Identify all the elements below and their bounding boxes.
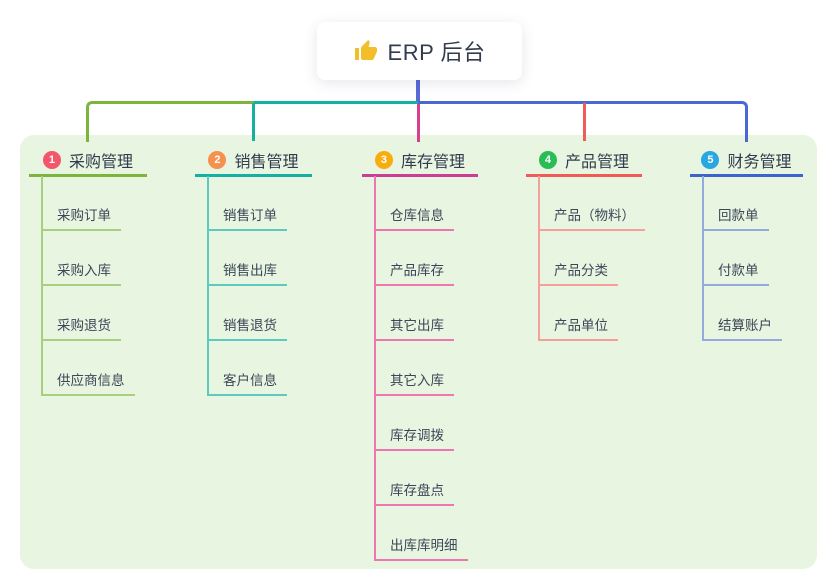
- branch-children: 回款单 付款单 结算账户: [702, 176, 782, 341]
- branch-index-badge: 2: [208, 150, 227, 169]
- branch-children-connector: [702, 176, 704, 341]
- child-label: 回款单: [718, 208, 759, 223]
- trunk-mid-connector: [254, 101, 418, 104]
- branch-node-1[interactable]: 1 采购管理: [29, 145, 147, 177]
- child-node[interactable]: 供应商信息: [41, 341, 135, 396]
- child-node[interactable]: 产品库存: [374, 231, 454, 286]
- child-node[interactable]: 产品（物料）: [538, 176, 645, 231]
- branch-node-2[interactable]: 2 销售管理: [195, 145, 312, 177]
- child-label: 产品库存: [390, 263, 444, 278]
- child-node[interactable]: 产品分类: [538, 231, 618, 286]
- branch-children: 采购订单 采购入库 采购退货 供应商信息: [41, 176, 135, 396]
- child-label: 采购退货: [57, 318, 111, 333]
- child-node[interactable]: 出库库明细: [374, 506, 468, 561]
- branch4-drop-connector: [583, 103, 586, 141]
- branch-node-4[interactable]: 4 产品管理: [526, 145, 642, 177]
- branch-children: 产品（物料） 产品分类 产品单位: [538, 176, 645, 341]
- branch-index-badge: 5: [701, 150, 720, 169]
- child-node[interactable]: 库存调拨: [374, 396, 454, 451]
- child-node[interactable]: 采购订单: [41, 176, 121, 231]
- branch-children: 销售订单 销售出库 销售退货 客户信息: [207, 176, 287, 396]
- branch2-drop-connector: [252, 103, 255, 141]
- branch-node-5[interactable]: 5 财务管理: [690, 145, 803, 177]
- child-label: 产品分类: [554, 263, 608, 278]
- trunk-left-connector: [86, 101, 254, 142]
- branch-children-connector: [538, 176, 540, 341]
- branch3-drop-connector: [417, 104, 420, 142]
- branch-label: 库存管理: [400, 153, 465, 171]
- child-node[interactable]: 销售订单: [207, 176, 287, 231]
- branch-index-badge: 1: [42, 150, 61, 169]
- child-node[interactable]: 库存盘点: [374, 451, 454, 506]
- branch-label: 采购管理: [68, 153, 133, 171]
- child-node[interactable]: 回款单: [702, 176, 769, 231]
- child-label: 产品单位: [554, 318, 608, 333]
- child-label: 客户信息: [223, 373, 277, 388]
- child-node[interactable]: 结算账户: [702, 286, 782, 341]
- branch-children-connector: [207, 176, 209, 396]
- child-node[interactable]: 客户信息: [207, 341, 287, 396]
- child-label: 库存盘点: [390, 483, 444, 498]
- trunk-right-connector: [418, 101, 748, 142]
- child-node[interactable]: 产品单位: [538, 286, 618, 341]
- child-node[interactable]: 采购退货: [41, 286, 121, 341]
- branch-label: 财务管理: [727, 153, 792, 171]
- child-label: 采购订单: [57, 208, 111, 223]
- branch-children: 仓库信息 产品库存 其它出库 其它入库 库存调拨 库存盘点 出库库明细: [374, 176, 468, 561]
- branches-panel: [20, 135, 817, 569]
- child-node[interactable]: 销售出库: [207, 231, 287, 286]
- child-node[interactable]: 其它入库: [374, 341, 454, 396]
- child-label: 出库库明细: [390, 538, 458, 553]
- child-label: 产品（物料）: [554, 208, 635, 223]
- child-label: 供应商信息: [57, 373, 125, 388]
- child-label: 库存调拨: [390, 428, 444, 443]
- child-label: 销售订单: [223, 208, 277, 223]
- branch-children-connector: [374, 176, 376, 561]
- child-label: 仓库信息: [390, 208, 444, 223]
- root-stem-connector: [416, 80, 420, 102]
- child-node[interactable]: 采购入库: [41, 231, 121, 286]
- child-node[interactable]: 付款单: [702, 231, 769, 286]
- root-node[interactable]: ERP 后台: [317, 22, 522, 80]
- child-node[interactable]: 销售退货: [207, 286, 287, 341]
- child-label: 销售出库: [223, 263, 277, 278]
- child-label: 其它入库: [390, 373, 444, 388]
- branch-index-badge: 4: [538, 150, 557, 169]
- child-label: 结算账户: [718, 318, 772, 333]
- branch-label: 销售管理: [234, 153, 299, 171]
- child-label: 销售退货: [223, 318, 277, 333]
- child-node[interactable]: 仓库信息: [374, 176, 454, 231]
- thumbs-up-icon: [354, 40, 377, 60]
- branch-label: 产品管理: [564, 153, 629, 171]
- child-label: 其它出库: [390, 318, 444, 333]
- root-title: ERP 后台: [387, 40, 486, 65]
- child-node[interactable]: 其它出库: [374, 286, 454, 341]
- child-label: 付款单: [718, 263, 759, 278]
- branch-index-badge: 3: [374, 150, 393, 169]
- branch-children-connector: [41, 176, 43, 396]
- child-label: 采购入库: [57, 263, 111, 278]
- branch-node-3[interactable]: 3 库存管理: [362, 145, 478, 177]
